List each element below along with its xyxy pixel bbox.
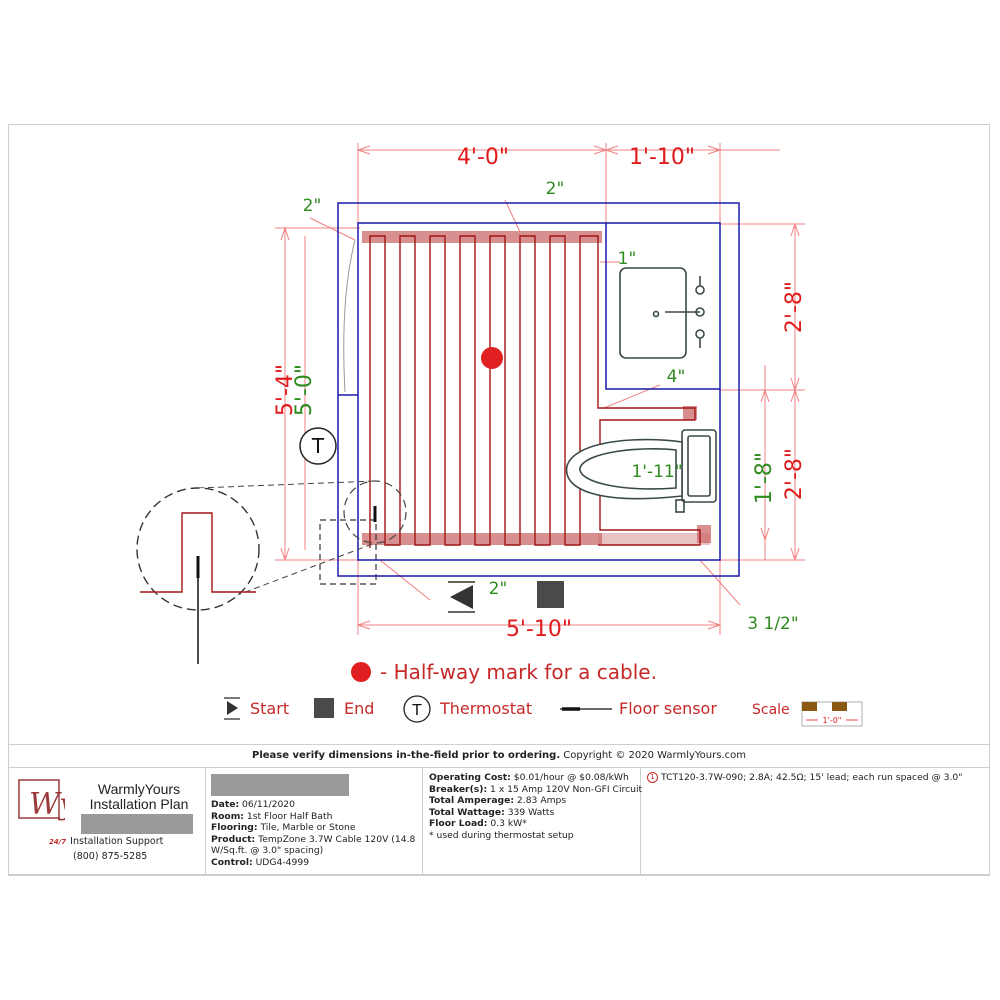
- amperage-value: 2.83 Amps: [514, 795, 567, 807]
- dim-vanity-gap: 1": [618, 249, 637, 269]
- cost-value: $0.01/hour @ $0.08/kWh: [510, 772, 629, 783]
- room-label: Room:: [211, 810, 244, 822]
- circuit-spec: TCT120-3.7W-090; 2.8A; 42.5Ω; 15' lead; …: [661, 772, 963, 783]
- dim-top-left: 4'-0": [457, 145, 509, 170]
- verify-bold-text: Please verify dimensions in-the-field pr…: [252, 750, 561, 761]
- dim-bottom-total: 5'-10": [506, 617, 572, 642]
- product-value: TempZone 3.7W Cable 120V (14.8 W/Sq.ft. …: [211, 833, 416, 857]
- dim-bottom-right: 3 1/2": [747, 614, 798, 634]
- cost-label: Operating Cost:: [429, 772, 511, 783]
- start-marker: [448, 581, 475, 613]
- floor-plan-drawing: T 4'-0" 1'-10" 2" 2" 5'-4" 5'-0" 1" 4" 1…: [136, 143, 863, 727]
- warmlyyours-logo: Wy: [18, 779, 65, 822]
- breaker-label: Breaker(s):: [429, 783, 488, 795]
- support-badge: 24/7: [49, 838, 67, 846]
- legend-thermostat-icon: T: [403, 695, 431, 723]
- dim-left-outer: 5'-4": [273, 364, 298, 416]
- toilet: [565, 429, 717, 513]
- end-marker: [537, 581, 564, 608]
- copyright-text: Copyright © 2020 WarmlyYours.com: [560, 750, 746, 761]
- dim-right-upper: 2'-8": [782, 281, 807, 333]
- dimension-lines: [275, 143, 805, 635]
- legend-end-icon: [314, 698, 334, 718]
- date-value: 06/11/2020: [239, 799, 295, 810]
- support-label: Installation Support: [70, 836, 164, 847]
- verify-notice: Please verify dimensions in-the-field pr…: [8, 744, 990, 768]
- legend-start-label: Start: [250, 699, 289, 718]
- legend-sensor-label: Floor sensor: [619, 699, 717, 718]
- room-walls: [337, 202, 740, 577]
- support-phone: (800) 875-5285: [73, 851, 148, 862]
- scale-unit-label: 1'-0": [823, 716, 842, 725]
- wattage-label: Total Wattage:: [429, 806, 505, 818]
- amperage-label: Total Amperage:: [429, 795, 515, 807]
- wattage-value: 339 Watts: [504, 806, 555, 818]
- legend-scale-label: Scale: [752, 702, 790, 718]
- product-label: Product:: [211, 833, 256, 845]
- redacted-block: [81, 814, 193, 834]
- dim-left-gap: 2": [303, 196, 322, 216]
- legend-thermostat-label: Thermostat: [439, 699, 532, 718]
- zoom-detail: [136, 480, 376, 664]
- brand-title: WarmlyYours Installation Plan: [79, 782, 199, 812]
- dim-toilet-width: 1'-11": [631, 462, 682, 482]
- dim-top-right: 1'-10": [629, 145, 695, 170]
- logo-letters: Wy: [29, 787, 65, 822]
- dim-right-lower: 2'-8": [782, 448, 807, 500]
- thermostat-box: [319, 480, 407, 585]
- scale-bar: 1'-0": [801, 701, 863, 727]
- plan-details-panel: Date: 06/11/2020 Room: 1st Floor Half Ba…: [206, 768, 423, 875]
- breaker-value: 1 x 15 Amp 120V Non-GFI Circuit: [487, 783, 643, 795]
- control-label: Control:: [211, 856, 253, 868]
- brand-panel: Wy WarmlyYours Installation Plan 24/7Ins…: [8, 768, 206, 875]
- thermostat-symbol-letter: T: [311, 434, 325, 458]
- legend-halfway-dot: [351, 662, 371, 682]
- thermostat-note: * used during thermostat setup: [429, 829, 574, 841]
- legend-end-label: End: [344, 699, 374, 718]
- flooring-label: Flooring:: [211, 822, 258, 834]
- electrical-panel: Operating Cost: $0.01/hour @ $0.08/kWh B…: [423, 768, 643, 875]
- dim-top-gap: 2": [546, 179, 565, 199]
- brand-title-line1: WarmlyYours: [97, 781, 181, 797]
- legend-start-icon: [224, 697, 240, 720]
- dim-right-lower-inner: 1'-8": [752, 452, 777, 504]
- drawing-sheet: [8, 124, 990, 876]
- circuit-number-badge: 1: [647, 772, 658, 783]
- door-swing: [343, 239, 356, 393]
- sink: [619, 267, 705, 359]
- control-value: UDG4-4999: [252, 856, 310, 868]
- thermostat-symbol: T: [299, 427, 337, 465]
- dim-vanity-bottom: 4": [667, 367, 686, 387]
- brand-title-line2: Installation Plan: [89, 796, 189, 812]
- redacted-plan-name: [211, 774, 349, 796]
- halfway-mark: [481, 347, 503, 369]
- dim-left-inner: 5'-0": [292, 364, 317, 416]
- legend-halfway-text: - Half-way mark for a cable.: [380, 660, 657, 684]
- date-label: Date:: [211, 799, 240, 810]
- load-label: Floor Load:: [429, 818, 488, 830]
- legend-thermostat-letter: T: [411, 701, 422, 719]
- flooring-value: Tile, Marble or Stone: [257, 822, 356, 834]
- load-value: 0.3 kW*: [487, 818, 527, 830]
- room-value: 1st Floor Half Bath: [243, 810, 333, 822]
- heating-cable: [362, 231, 711, 548]
- dim-bottom-gap: 2": [489, 579, 508, 599]
